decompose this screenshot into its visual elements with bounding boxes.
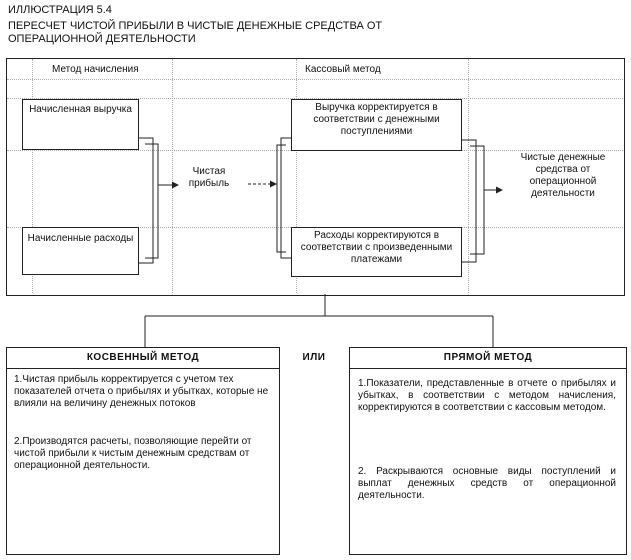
direct-method-point-1: 1.Показатели, представленные в отчете о … [358, 378, 616, 413]
expenses-adjusted-box: Расходы корректируются в соответствии с … [291, 227, 462, 277]
indirect-header-divider [6, 368, 280, 369]
direct-method-point-2: 2. Раскрываются основные виды поступлени… [358, 466, 616, 501]
grid-line [7, 98, 623, 99]
indirect-method-panel [6, 347, 280, 555]
net-operating-cash-label: Чистые денежные средства от операционной… [520, 152, 606, 199]
indirect-method-point-1: 1.Чистая прибыль корректируется с учетом… [14, 374, 269, 409]
grid-line [296, 59, 297, 293]
revenue-adjusted-label: Выручка корректируется в соответствии с … [313, 102, 440, 137]
diagram-title-line2: ОПЕРАЦИОННОЙ ДЕЯТЕЛЬНОСТИ [8, 33, 196, 45]
grid-line [32, 59, 33, 293]
accrued-revenue-box: Начисленная выручка [22, 99, 139, 150]
or-label: ИЛИ [302, 352, 326, 363]
indirect-method-title: КОСВЕННЫЙ МЕТОД [86, 352, 200, 363]
accrued-revenue-label: Начисленная выручка [29, 104, 132, 115]
column-header-accrual: Метод начисления [52, 64, 139, 75]
revenue-adjusted-box: Выручка корректируется в соответствии с … [291, 99, 462, 151]
grid-line [468, 59, 469, 293]
indirect-method-point-2: 2.Производятся расчеты, позволяющие пере… [14, 436, 252, 471]
expenses-adjusted-label: Расходы корректируются в соответствии с … [300, 230, 453, 265]
net-profit-label: Чистая прибыль [188, 166, 230, 189]
direct-header-divider [349, 368, 627, 369]
diagram-title-line1: ПЕРЕСЧЕТ ЧИСТОЙ ПРИБЫЛИ В ЧИСТЫЕ ДЕНЕЖНЫ… [8, 20, 383, 32]
grid-line [7, 79, 623, 80]
column-header-cash: Кассовый метод [305, 64, 381, 75]
direct-method-title: ПРЯМОЙ МЕТОД [443, 352, 533, 363]
accrued-expenses-label: Начисленные расходы [27, 233, 134, 244]
accrued-expenses-box: Начисленные расходы [22, 227, 139, 275]
direct-method-panel [349, 347, 627, 555]
grid-line [172, 59, 173, 293]
illustration-label: ИЛЛЮСТРАЦИЯ 5.4 [8, 4, 112, 16]
